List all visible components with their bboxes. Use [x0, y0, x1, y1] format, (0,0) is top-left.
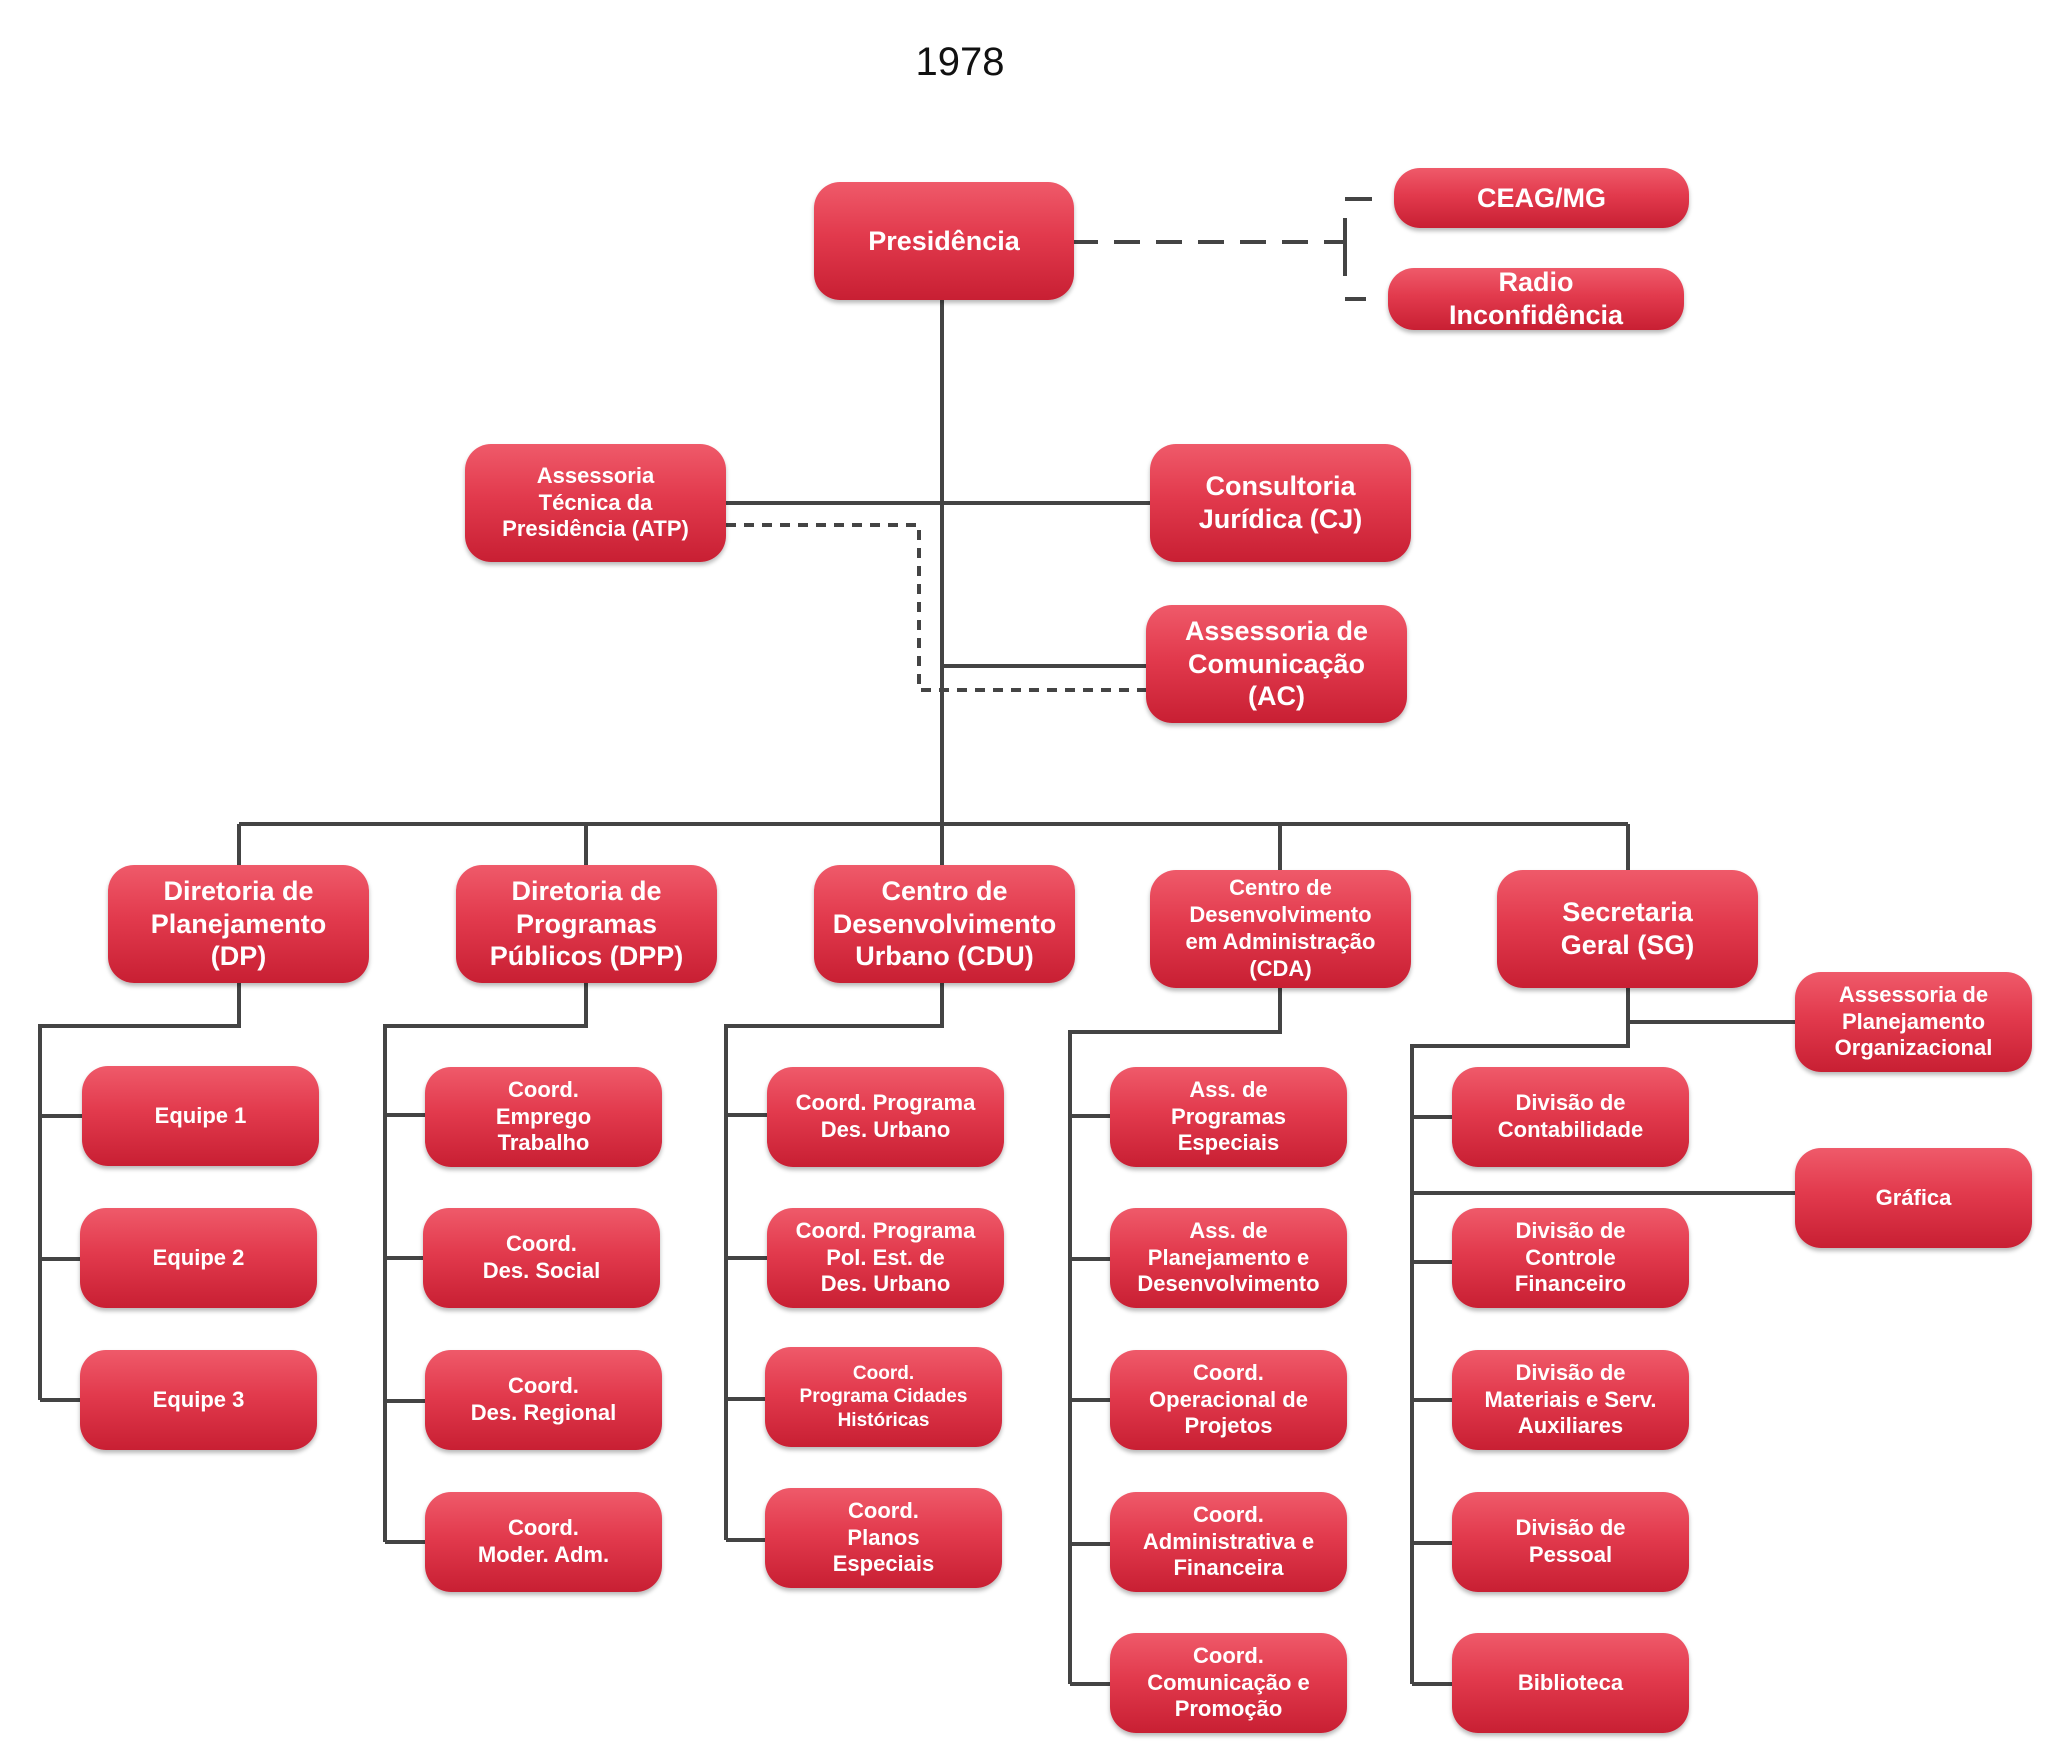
node-div-materiais[interactable]: Divisão de Materiais e Serv. Auxiliares: [1452, 1350, 1689, 1450]
node-grafica[interactable]: Gráfica: [1795, 1148, 2032, 1248]
dp-branch: [38, 983, 241, 1400]
node-sg[interactable]: Secretaria Geral (SG): [1497, 870, 1758, 988]
node-ass-planejamento-desenv[interactable]: Ass. de Planejamento e Desenvolvimento: [1110, 1208, 1347, 1308]
node-div-controle-financeiro[interactable]: Divisão de Controle Financeiro: [1452, 1208, 1689, 1308]
node-biblioteca[interactable]: Biblioteca: [1452, 1633, 1689, 1733]
node-presidencia[interactable]: Presidência: [814, 182, 1074, 300]
node-ac[interactable]: Assessoria de Comunicação (AC): [1146, 605, 1407, 723]
node-equipe-1[interactable]: Equipe 1: [82, 1066, 319, 1166]
chart-title: 1978: [915, 40, 1005, 84]
node-coord-administrativa[interactable]: Coord. Administrativa e Financeira: [1110, 1492, 1347, 1592]
node-coord-prog-pol-est[interactable]: Coord. Programa Pol. Est. de Des. Urbano: [767, 1208, 1004, 1308]
node-equipe-2[interactable]: Equipe 2: [80, 1208, 317, 1308]
node-coord-emprego[interactable]: Coord. Emprego Trabalho: [425, 1067, 662, 1167]
node-ass-programas-especiais[interactable]: Ass. de Programas Especiais: [1110, 1067, 1347, 1167]
node-coord-planos-especiais[interactable]: Coord. Planos Especiais: [765, 1488, 1002, 1588]
node-dp[interactable]: Diretoria de Planejamento (DP): [108, 865, 369, 983]
node-coord-cidades-historicas[interactable]: Coord. Programa Cidades Históricas: [765, 1347, 1002, 1447]
sg-branch: [1410, 988, 1630, 1684]
node-equipe-3[interactable]: Equipe 3: [80, 1350, 317, 1450]
node-coord-prog-des-urbano[interactable]: Coord. Programa Des. Urbano: [767, 1067, 1004, 1167]
node-apo[interactable]: Assessoria de Planejamento Organizaciona…: [1795, 972, 2032, 1072]
node-cj[interactable]: Consultoria Jurídica (CJ): [1150, 444, 1411, 562]
node-coord-des-regional[interactable]: Coord. Des. Regional: [425, 1350, 662, 1450]
bracket-ceag-radio: [1343, 197, 1372, 301]
node-coord-comunicacao[interactable]: Coord. Comunicação e Promoção: [1110, 1633, 1347, 1733]
dpp-branch: [383, 983, 588, 1542]
node-coord-operacional[interactable]: Coord. Operacional de Projetos: [1110, 1350, 1347, 1450]
cda-branch: [1068, 988, 1282, 1684]
node-radio[interactable]: Radio Inconfidência: [1388, 267, 1684, 330]
node-div-contabilidade[interactable]: Divisão de Contabilidade: [1452, 1067, 1689, 1167]
cdu-branch: [724, 983, 944, 1540]
dashed-atp-ac: [726, 523, 1148, 692]
node-div-pessoal[interactable]: Divisão de Pessoal: [1452, 1492, 1689, 1592]
node-ceag[interactable]: CEAG/MG: [1394, 168, 1689, 228]
node-cdu[interactable]: Centro de Desenvolvimento Urbano (CDU): [814, 865, 1075, 983]
node-cda[interactable]: Centro de Desenvolvimento em Administraç…: [1150, 870, 1411, 988]
node-coord-moder-adm[interactable]: Coord. Moder. Adm.: [425, 1492, 662, 1592]
node-atp[interactable]: Assessoria Técnica da Presidência (ATP): [465, 444, 726, 562]
node-coord-des-social[interactable]: Coord. Des. Social: [423, 1208, 660, 1308]
node-dpp[interactable]: Diretoria de Programas Públicos (DPP): [456, 865, 717, 983]
